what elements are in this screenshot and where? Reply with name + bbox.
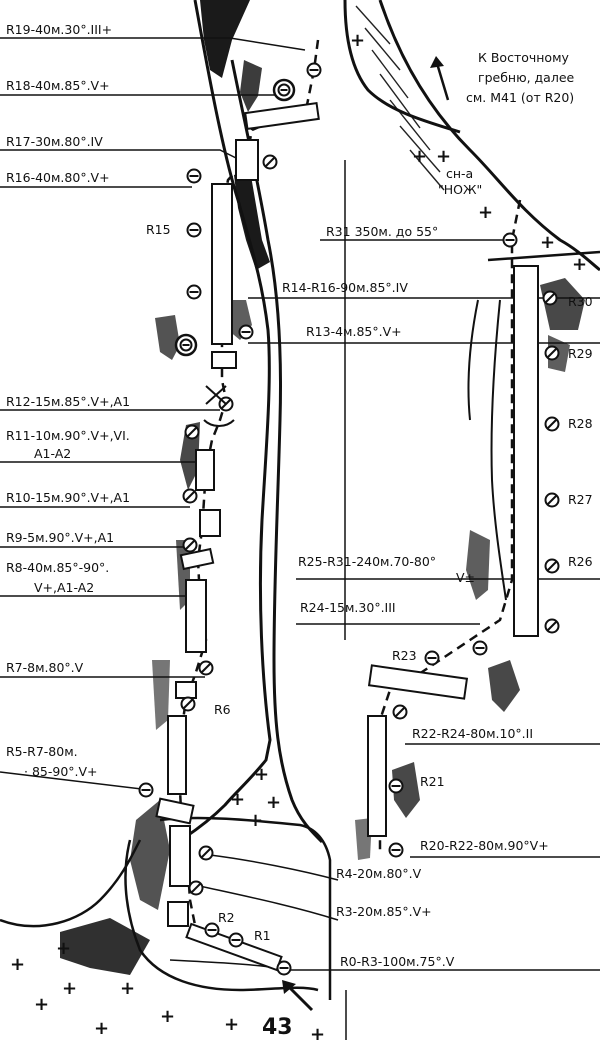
label-r6: R6: [214, 702, 231, 717]
label-r16: R16-40м.80°.V+: [6, 170, 110, 185]
route-number: 43: [262, 1015, 293, 1040]
svg-text:+: +: [254, 764, 269, 785]
svg-text:+: +: [56, 938, 71, 959]
start-arrow-icon: [282, 980, 314, 1012]
direction-arrow-icon: [430, 56, 450, 101]
label-r24: R24-15м.30°.III: [300, 600, 396, 615]
note-line-3: см. М41 (от R20): [466, 90, 574, 105]
label-r17: R17-30м.80°.IV: [6, 134, 103, 149]
svg-text:+: +: [34, 994, 49, 1015]
label-r30: R30: [568, 294, 593, 309]
label-r20: R20-R22-80м.90°V+: [420, 838, 549, 853]
svg-text:+: +: [160, 1006, 175, 1027]
label-r13: R13-4м.85°.V+: [306, 324, 402, 339]
svg-text:+: +: [310, 1024, 325, 1045]
label-r8-line-1: R8-40м.85°-90°.: [6, 560, 109, 575]
label-r5-line-2: · 85-90°.V+: [24, 764, 98, 779]
note-line-2: гребню, далее: [478, 70, 575, 85]
label-r22: R22-R24-80м.10°.II: [412, 726, 533, 741]
label-r19: R19-40м.30°.III+: [6, 22, 112, 37]
label-r3: R3-20м.85°.V+: [336, 904, 432, 919]
pitch-blocks: [155, 101, 539, 972]
label-r23: R23: [392, 648, 417, 663]
label-r11-line-1: R11-10м.90°.V+,VI.: [6, 428, 130, 443]
feature-name-line-1: сн-а: [446, 166, 473, 181]
svg-text:+: +: [266, 792, 281, 813]
svg-text:+: +: [224, 1014, 239, 1035]
svg-text:+: +: [436, 146, 451, 167]
label-r9: R9-5м.90°.V+,A1: [6, 530, 114, 545]
svg-text:+: +: [94, 1018, 109, 1039]
label-r0: R0-R3-100м.75°.V: [340, 954, 455, 969]
svg-text:+: +: [120, 978, 135, 999]
label-r11-line-2: A1-A2: [34, 446, 71, 461]
crossed-sling-icon: [203, 385, 235, 427]
leader-lines: [0, 37, 600, 971]
label-r31: R31 350м. до 55°: [326, 224, 438, 239]
svg-text:+: +: [540, 232, 555, 253]
label-r26: R26: [568, 554, 593, 569]
label-r12: R12-15м.85°.V+,A1: [6, 394, 130, 409]
feature-name-line-2: "НОЖ": [438, 182, 482, 197]
label-r7: R7-8м.80°.V: [6, 660, 84, 675]
label-r5-line-1: R5-R7-80м.: [6, 744, 78, 759]
svg-text:+: +: [248, 810, 263, 831]
label-r1: R1: [254, 928, 271, 943]
svg-text:+: +: [572, 254, 587, 275]
svg-text:+: +: [478, 202, 493, 223]
note-line-1: К Восточному: [478, 50, 570, 65]
label-r4: R4-20м.80°.V: [336, 866, 422, 881]
rock-terrain: [60, 0, 585, 975]
label-r25-line-1: R25-R31-240м.70-80°: [298, 554, 436, 569]
label-r27: R27: [568, 492, 593, 507]
svg-text:+: +: [350, 30, 365, 51]
ridge-hatching: [355, 5, 445, 191]
label-r29: R29: [568, 346, 593, 361]
label-r10: R10-15м.90°.V+,A1: [6, 490, 130, 505]
svg-text:+: +: [230, 789, 245, 810]
label-r25-line-2: V±: [456, 570, 475, 585]
label-r15: R15: [146, 222, 171, 237]
svg-text:+: +: [412, 146, 427, 167]
label-r14: R14-R16-90м.85°.IV: [282, 280, 408, 295]
svg-text:+: +: [10, 954, 25, 975]
label-r8-line-2: V+,A1-A2: [34, 580, 94, 595]
label-r28: R28: [568, 416, 593, 431]
label-r21: R21: [420, 774, 445, 789]
label-r2: R2: [218, 910, 235, 925]
svg-text:+: +: [62, 978, 77, 999]
label-r18: R18-40м.85°.V+: [6, 78, 110, 93]
